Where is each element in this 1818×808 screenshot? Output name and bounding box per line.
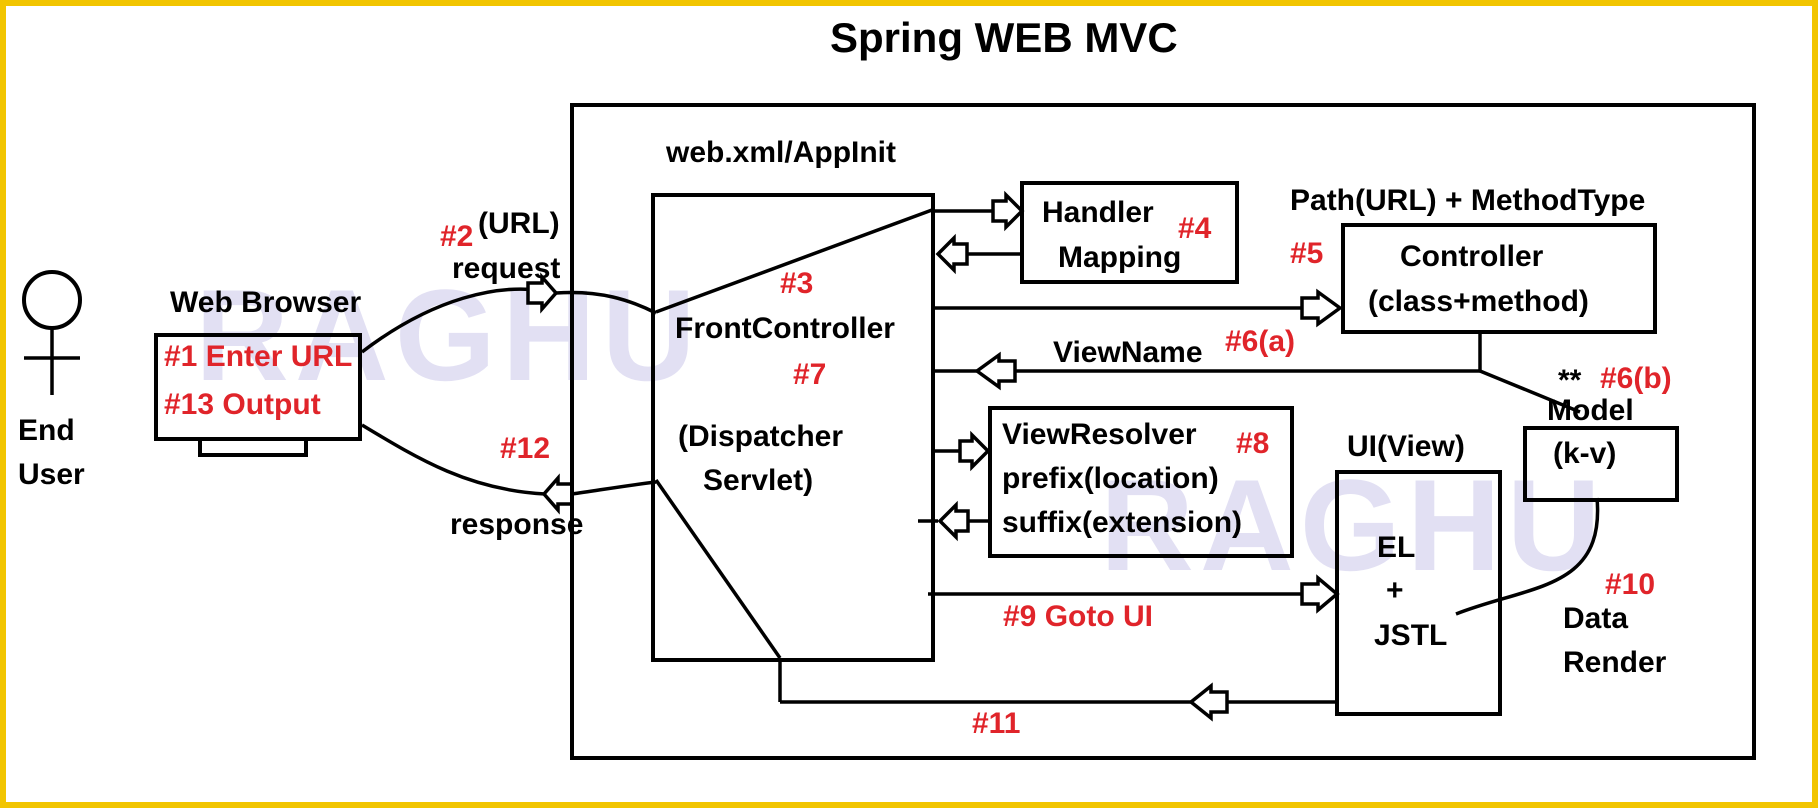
diagram-title: Spring WEB MVC [830,14,1178,61]
request-connector-end [555,290,657,315]
view-resolver-line3: suffix(extension) [1002,506,1242,539]
view-resolver-line1: ViewResolver [1002,418,1197,451]
data-render-line2: Render [1563,646,1667,679]
view-name-label: ViewName [1053,336,1203,369]
data-render-connector [1455,497,1600,616]
front-controller-top-diagonal [655,208,933,314]
step-1-enter-url: #1 Enter URL [164,340,352,373]
view-resolver-line2: prefix(location) [1002,462,1219,495]
response-arrow-icon [541,473,574,515]
view-resolver-box [988,406,1294,558]
controller-to-model-line [1479,369,1581,414]
container-label: web.xml/AppInit [665,136,896,169]
from-handler-mapping-arrow-icon [935,233,969,275]
step-2-label: #2 [440,220,473,253]
ui-view-line2: + [1386,574,1404,607]
controller-box [1341,223,1657,334]
from-view-resolver-arrow-icon [937,500,970,542]
to-controller-arrow-icon [1300,288,1343,328]
dispatcher-servlet-line2: Servlet) [703,464,813,497]
step-4-label: #4 [1178,212,1212,245]
model-content: (k-v) [1553,437,1616,470]
controller-path-header: Path(URL) + MethodType [1290,184,1645,217]
request-label: request [452,252,560,285]
model-stars: ** [1558,364,1582,397]
request-url-label: (URL) [478,207,560,240]
model-label: Model [1547,394,1634,427]
step-7-label: #7 [793,358,826,391]
ui-view-line3: JSTL [1374,619,1447,652]
controller-line1: Controller [1400,240,1544,273]
step-6b-label: #6(b) [1600,362,1672,395]
step-3-label: #3 [780,267,813,300]
model-box [1523,426,1679,502]
controller-line2: (class+method) [1368,285,1589,318]
step-5-label: #5 [1290,237,1323,270]
response-connector [361,423,546,496]
goto-ui-arrow-icon [1300,574,1340,614]
front-controller-box [651,193,935,662]
container-box [570,103,1756,760]
front-controller-bottom-diagonal [654,478,782,660]
view-name-arrow-icon [974,351,1017,391]
handler-mapping-line2: Mapping [1058,241,1181,274]
dispatcher-servlet-line1: (Dispatcher [678,420,843,453]
step-6a-label: #6(a) [1225,325,1295,358]
handler-mapping-line1: Handler [1042,196,1154,229]
end-user-icon [22,270,82,395]
request-arrow-icon [526,272,559,314]
step-12-label: #12 [500,432,550,465]
ui-view-label: UI(View) [1347,430,1465,463]
handler-mapping-box [1020,181,1239,284]
step-8-label: #8 [1236,427,1269,460]
step-11-label: #11 [972,707,1020,740]
end-user-label-line2: User [18,458,85,491]
return-flow-arrow-icon [1188,682,1229,722]
end-user-label-line1: End [18,414,75,447]
watermark-right: RAGHU [1100,452,1607,598]
step-9-goto-ui: #9 Goto UI [1003,600,1153,633]
ui-view-line1: EL [1377,531,1415,564]
step-13-output: #13 Output [164,388,321,421]
data-render-line1: Data [1563,602,1628,635]
response-connector-end [571,480,657,496]
response-label: response [450,508,583,541]
to-handler-mapping-arrow-icon [991,190,1025,232]
web-browser-label: Web Browser [170,286,361,319]
web-browser-stand [198,437,308,457]
front-controller-label: FrontController [675,312,895,345]
to-view-resolver-arrow-icon [958,430,991,472]
step-10-label: #10 [1605,568,1655,601]
